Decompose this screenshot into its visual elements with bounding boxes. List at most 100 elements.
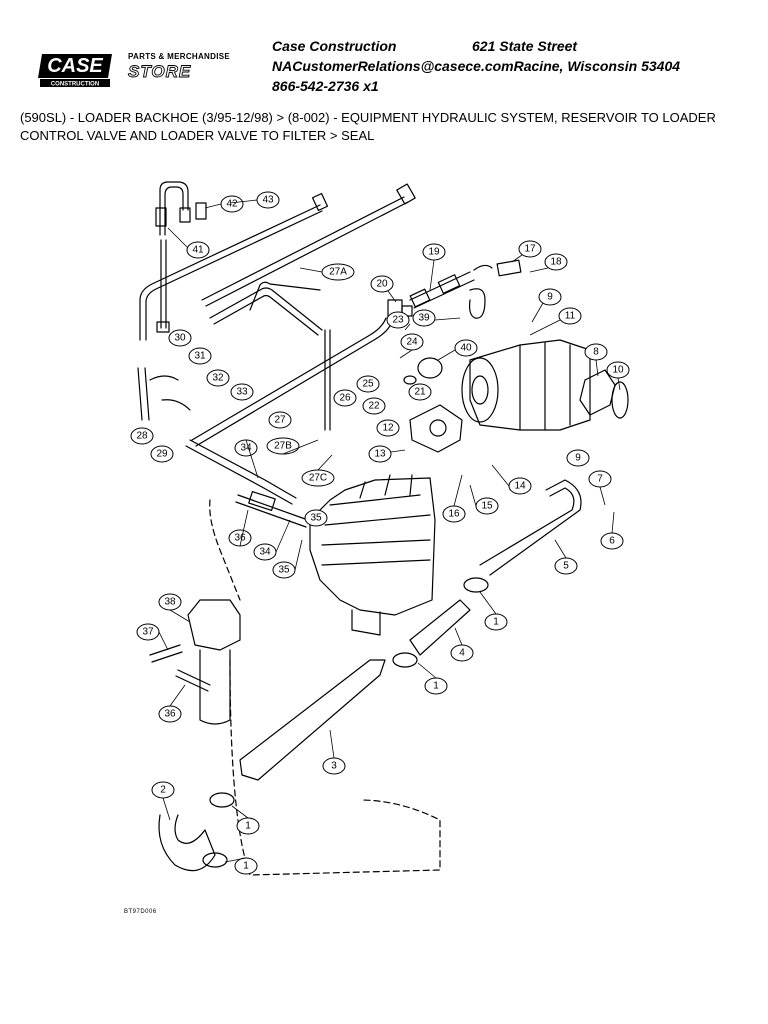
svg-text:8: 8 — [593, 347, 599, 358]
callout-37: 37 — [136, 623, 160, 641]
svg-text:16: 16 — [448, 509, 460, 520]
callout-19: 19 — [422, 243, 446, 261]
callout-7: 7 — [588, 470, 612, 488]
svg-text:23: 23 — [392, 315, 404, 326]
callout-34-top: 34 — [234, 439, 258, 457]
callout-1-a: 1 — [484, 613, 508, 631]
callout-40: 40 — [454, 339, 478, 357]
logo-sub-text: CONSTRUCTION — [51, 82, 99, 88]
callout-22: 22 — [362, 397, 386, 415]
logo-text: CASE — [47, 55, 103, 77]
svg-text:21: 21 — [414, 387, 426, 398]
callout-36-bottom: 36 — [158, 705, 182, 723]
svg-text:2: 2 — [160, 785, 166, 796]
company-name: Case Construction — [272, 38, 397, 54]
svg-text:41: 41 — [192, 245, 204, 256]
callout-2: 2 — [151, 781, 175, 799]
svg-text:1: 1 — [245, 821, 251, 832]
callout-27: 27 — [268, 411, 292, 429]
svg-text:38: 38 — [164, 597, 176, 608]
svg-text:1: 1 — [493, 617, 499, 628]
svg-text:37: 37 — [142, 627, 154, 638]
callout-1-c: 1 — [236, 817, 260, 835]
callout-17: 17 — [518, 240, 542, 258]
callout-1-b: 1 — [424, 677, 448, 695]
svg-text:43: 43 — [262, 195, 274, 206]
svg-text:9: 9 — [575, 453, 581, 464]
figure-id: BT97D006 — [124, 909, 157, 915]
svg-text:34: 34 — [240, 443, 252, 454]
svg-text:20: 20 — [376, 279, 388, 290]
svg-text:27: 27 — [274, 415, 286, 426]
svg-text:27A: 27A — [329, 267, 347, 278]
callout-11: 11 — [558, 307, 582, 325]
callout-28: 28 — [130, 427, 154, 445]
callout-14: 14 — [508, 477, 532, 495]
svg-text:36: 36 — [164, 709, 176, 720]
callout-42: 42 — [220, 195, 244, 213]
store-word: STORE — [128, 62, 192, 82]
callout-39: 39 — [412, 309, 436, 327]
callout-1-d: 1 — [234, 857, 258, 875]
svg-text:4: 4 — [459, 648, 465, 659]
callout-15: 15 — [475, 497, 499, 515]
callout-31: 31 — [188, 347, 212, 365]
callout-43: 43 — [256, 191, 280, 209]
callout-23: 23 — [386, 311, 410, 329]
phone-number: 866-542-2736 x1 — [272, 78, 379, 94]
callout-33: 33 — [230, 383, 254, 401]
callout-13: 13 — [368, 445, 392, 463]
callout-8: 8 — [584, 343, 608, 361]
callout-24: 24 — [400, 333, 424, 351]
svg-text:27C: 27C — [309, 473, 327, 484]
callout-27a: 27A — [321, 263, 355, 281]
svg-text:27B: 27B — [274, 441, 292, 452]
callout-12: 12 — [376, 419, 400, 437]
svg-text:6: 6 — [609, 536, 615, 547]
callout-35-top: 35 — [304, 509, 328, 527]
street-address: 621 State Street — [472, 38, 578, 54]
callout-set: 42 43 41 27A 20 19 17 18 9 11 23 39 24 4… — [130, 191, 630, 875]
callout-36-top: 36 — [228, 529, 252, 547]
svg-text:13: 13 — [374, 449, 386, 460]
svg-text:10: 10 — [612, 365, 624, 376]
svg-text:22: 22 — [368, 401, 380, 412]
svg-text:35: 35 — [310, 513, 322, 524]
svg-text:17: 17 — [524, 244, 536, 255]
callout-26: 26 — [333, 389, 357, 407]
callout-29: 29 — [150, 445, 174, 463]
svg-text:7: 7 — [597, 474, 603, 485]
svg-text:39: 39 — [418, 313, 430, 324]
svg-text:24: 24 — [406, 337, 418, 348]
store-logo: PARTS & MERCHANDISE STORE — [128, 52, 246, 92]
svg-text:19: 19 — [428, 247, 440, 258]
callout-27c: 27C — [301, 469, 335, 487]
store-tagline: PARTS & MERCHANDISE — [128, 52, 231, 61]
callout-34-bottom: 34 — [253, 543, 277, 561]
callout-9-top: 9 — [538, 288, 562, 306]
svg-text:26: 26 — [339, 393, 351, 404]
callout-21: 21 — [408, 383, 432, 401]
svg-text:32: 32 — [212, 373, 224, 384]
svg-text:35: 35 — [278, 565, 290, 576]
callout-6: 6 — [600, 532, 624, 550]
callout-30: 30 — [168, 329, 192, 347]
callout-5: 5 — [554, 557, 578, 575]
svg-text:15: 15 — [481, 501, 493, 512]
callout-20: 20 — [370, 275, 394, 293]
callout-18: 18 — [544, 253, 568, 271]
svg-text:40: 40 — [460, 343, 472, 354]
svg-text:25: 25 — [362, 379, 374, 390]
svg-text:33: 33 — [236, 387, 248, 398]
svg-text:34: 34 — [259, 547, 271, 558]
callout-25: 25 — [356, 375, 380, 393]
svg-text:28: 28 — [136, 431, 148, 442]
callout-16: 16 — [442, 505, 466, 523]
svg-text:11: 11 — [565, 311, 576, 322]
svg-text:14: 14 — [514, 481, 526, 492]
svg-text:12: 12 — [382, 423, 394, 434]
svg-text:30: 30 — [174, 333, 186, 344]
svg-text:29: 29 — [156, 449, 168, 460]
svg-text:18: 18 — [550, 257, 562, 268]
